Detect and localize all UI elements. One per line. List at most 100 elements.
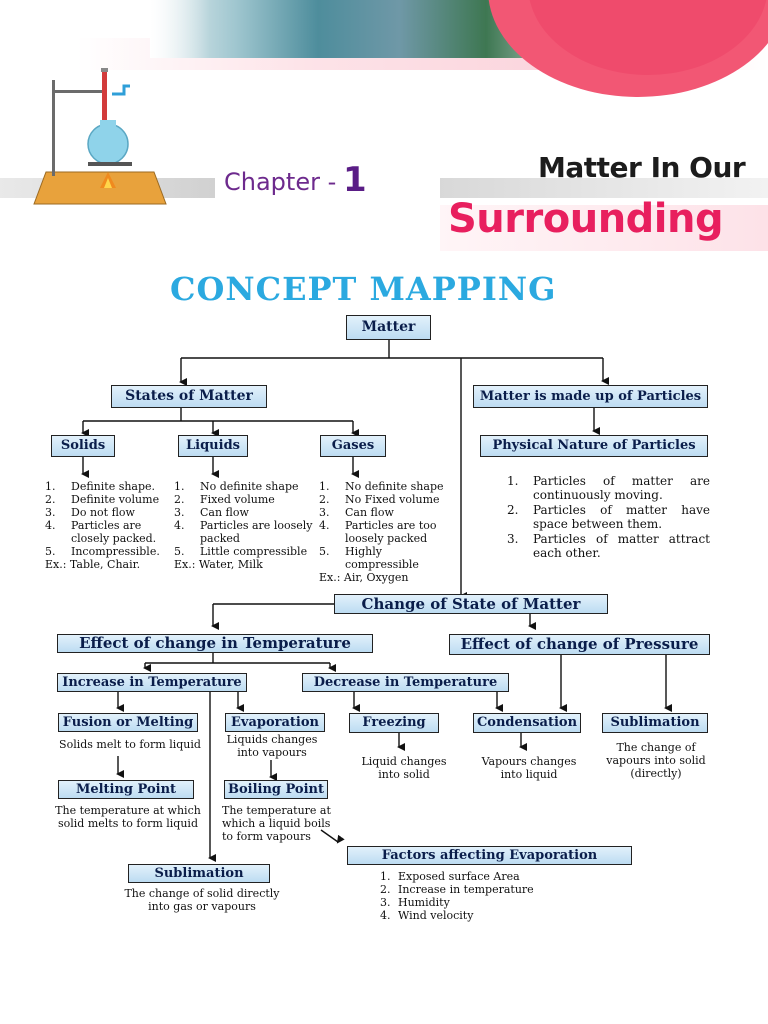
node-sublimation-pressure: Sublimation bbox=[602, 713, 708, 733]
list-text: Humidity bbox=[398, 896, 450, 909]
title-pink-band bbox=[440, 205, 768, 251]
chapter-label: Chapter - bbox=[224, 168, 337, 196]
condensation-caption: Vapours changes into liquid bbox=[481, 755, 577, 781]
list-text: Fixed volume bbox=[200, 493, 275, 506]
node-gases: Gases bbox=[320, 435, 386, 457]
list-item: 3. Humidity bbox=[380, 896, 560, 909]
node-sublimation-temperature: Sublimation bbox=[128, 864, 270, 883]
list-item: 1.Particles of matter are continuously m… bbox=[507, 474, 710, 502]
list-text: No definite shape bbox=[345, 480, 444, 493]
node-change-of-state: Change of State of Matter bbox=[334, 594, 608, 614]
list-number: 2. bbox=[380, 883, 391, 896]
list-number: 4. bbox=[380, 909, 391, 922]
list-number: 1. bbox=[319, 480, 330, 493]
node-boiling-point: Boiling Point bbox=[224, 780, 328, 799]
list-text: Incompressible. bbox=[71, 545, 160, 558]
list-item: 1. Exposed surface Area bbox=[380, 870, 560, 883]
solids-properties-list: 1.Definite shape. 2. Definite volume 3. Do… bbox=[45, 480, 165, 571]
list-item: 5.Highly compressible bbox=[319, 545, 459, 571]
list-text: Definite volume bbox=[71, 493, 160, 506]
list-number: 2. bbox=[319, 493, 330, 506]
chapter-title-line1: Matter In Our bbox=[538, 151, 746, 184]
node-condensation: Condensation bbox=[473, 713, 581, 733]
node-made-of-particles: Matter is made up of Particles bbox=[473, 385, 708, 408]
list-number: 4. bbox=[45, 519, 56, 532]
evaporation-caption: Liquids changes into vapours bbox=[226, 733, 318, 759]
list-number: 2. bbox=[45, 493, 56, 506]
node-decrease-in-temperature: Decrease in Temperature bbox=[302, 673, 509, 692]
list-item: 4. Particles are loosely packed bbox=[174, 519, 316, 545]
list-text: Can flow bbox=[200, 506, 249, 519]
gases-example: Ex.: Air, Oxygen bbox=[319, 571, 409, 584]
list-number: 4. bbox=[174, 519, 185, 532]
list-item: 3.Can flow bbox=[319, 506, 459, 519]
list-item: 4. Particles are too loosely packed bbox=[319, 519, 459, 545]
node-effect-of-pressure: Effect of change of Pressure bbox=[449, 634, 710, 655]
lab-flask-stand-icon bbox=[33, 68, 167, 205]
node-physical-nature-of-particles: Physical Nature of Particles bbox=[480, 435, 708, 457]
list-number: 4. bbox=[319, 519, 330, 532]
list-text: Increase in temperature bbox=[398, 883, 534, 896]
list-text: Highly compressible bbox=[345, 545, 419, 571]
list-number: 3. bbox=[45, 506, 56, 519]
list-text: Particles are closely packed. bbox=[71, 519, 157, 545]
list-number: 1. bbox=[45, 480, 56, 493]
list-number: 5. bbox=[45, 545, 56, 558]
factors-evaporation-list: 1. Exposed surface Area 2. Increase in tem… bbox=[380, 870, 560, 922]
list-number: 3. bbox=[319, 506, 330, 519]
node-effect-of-temperature: Effect of change in Temperature bbox=[57, 634, 373, 653]
boiling-point-caption: The temperature at which a liquid boils … bbox=[222, 804, 331, 843]
list-text: Little compressible bbox=[200, 545, 308, 558]
node-states-of-matter: States of Matter bbox=[111, 385, 267, 408]
list-item: 3. Particles of matter attract each other… bbox=[507, 532, 710, 560]
list-number: 3. bbox=[380, 896, 391, 909]
list-item: 2. Increase in temperature bbox=[380, 883, 560, 896]
list-item: 5.Little compressible bbox=[174, 545, 316, 558]
list-item: 1.No definite shape bbox=[174, 480, 316, 493]
list-item: 2. Fixed volume bbox=[174, 493, 316, 506]
list-item: 2. No Fixed volume bbox=[319, 493, 459, 506]
list-number: 2. bbox=[174, 493, 185, 506]
list-text: Particles of matter have space between t… bbox=[533, 503, 710, 531]
freezing-caption: Liquid changes into solid bbox=[361, 755, 447, 781]
concept-mapping-heading: CONCEPT MAPPING bbox=[170, 270, 557, 308]
list-text: Exposed surface Area bbox=[398, 870, 520, 883]
melting-point-caption: The temperature at which solid melts to … bbox=[55, 804, 201, 830]
header-photo-fade bbox=[150, 0, 210, 58]
list-item: 1. No definite shape bbox=[319, 480, 459, 493]
list-number: 3. bbox=[507, 532, 519, 546]
list-text: Do not flow bbox=[71, 506, 135, 519]
gases-properties-list: 1. No definite shape 2. No Fixed volume 3.… bbox=[319, 480, 459, 584]
list-number: 2. bbox=[507, 503, 519, 517]
list-item: 3. Can flow bbox=[174, 506, 316, 519]
node-fusion-or-melting: Fusion or Melting bbox=[58, 713, 198, 732]
liquids-properties-list: 1.No definite shape 2. Fixed volume 3. Can… bbox=[174, 480, 316, 571]
sublimation-temperature-caption: The change of solid directly into gas or… bbox=[124, 887, 280, 913]
list-item: 5. Incompressible. bbox=[45, 545, 165, 558]
node-evaporation: Evaporation bbox=[225, 713, 325, 732]
chapter-title-line2: Surrounding bbox=[448, 196, 724, 242]
list-item: 4.Wind velocity bbox=[380, 909, 560, 922]
list-text: Particles of matter attract each other. bbox=[533, 532, 710, 560]
list-item: 2. Definite volume bbox=[45, 493, 165, 506]
list-text: Particles of matter are continuously mov… bbox=[533, 474, 710, 502]
solids-example: Ex.: Table, Chair. bbox=[45, 558, 141, 571]
chapter-number: 1 bbox=[343, 160, 367, 200]
node-increase-in-temperature: Increase in Temperature bbox=[57, 673, 247, 692]
node-liquids: Liquids bbox=[178, 435, 248, 457]
list-item: 4. Particles are closely packed. bbox=[45, 519, 165, 545]
list-text: Particles are loosely packed bbox=[200, 519, 313, 545]
list-item: 3. Do not flow bbox=[45, 506, 165, 519]
list-text: Particles are too loosely packed bbox=[345, 519, 437, 545]
fusion-caption: Solids melt to form liquid bbox=[59, 738, 201, 751]
list-item: 1.Definite shape. bbox=[45, 480, 165, 493]
list-number: 3. bbox=[174, 506, 185, 519]
liquids-example: Ex.: Water, Milk bbox=[174, 558, 263, 571]
node-melting-point: Melting Point bbox=[58, 780, 194, 799]
node-freezing: Freezing bbox=[349, 713, 439, 733]
list-number: 1. bbox=[174, 480, 185, 493]
list-text: No Fixed volume bbox=[345, 493, 440, 506]
list-number: 1. bbox=[380, 870, 391, 883]
node-factors-affecting-evaporation: Factors affecting Evaporation bbox=[347, 846, 632, 865]
